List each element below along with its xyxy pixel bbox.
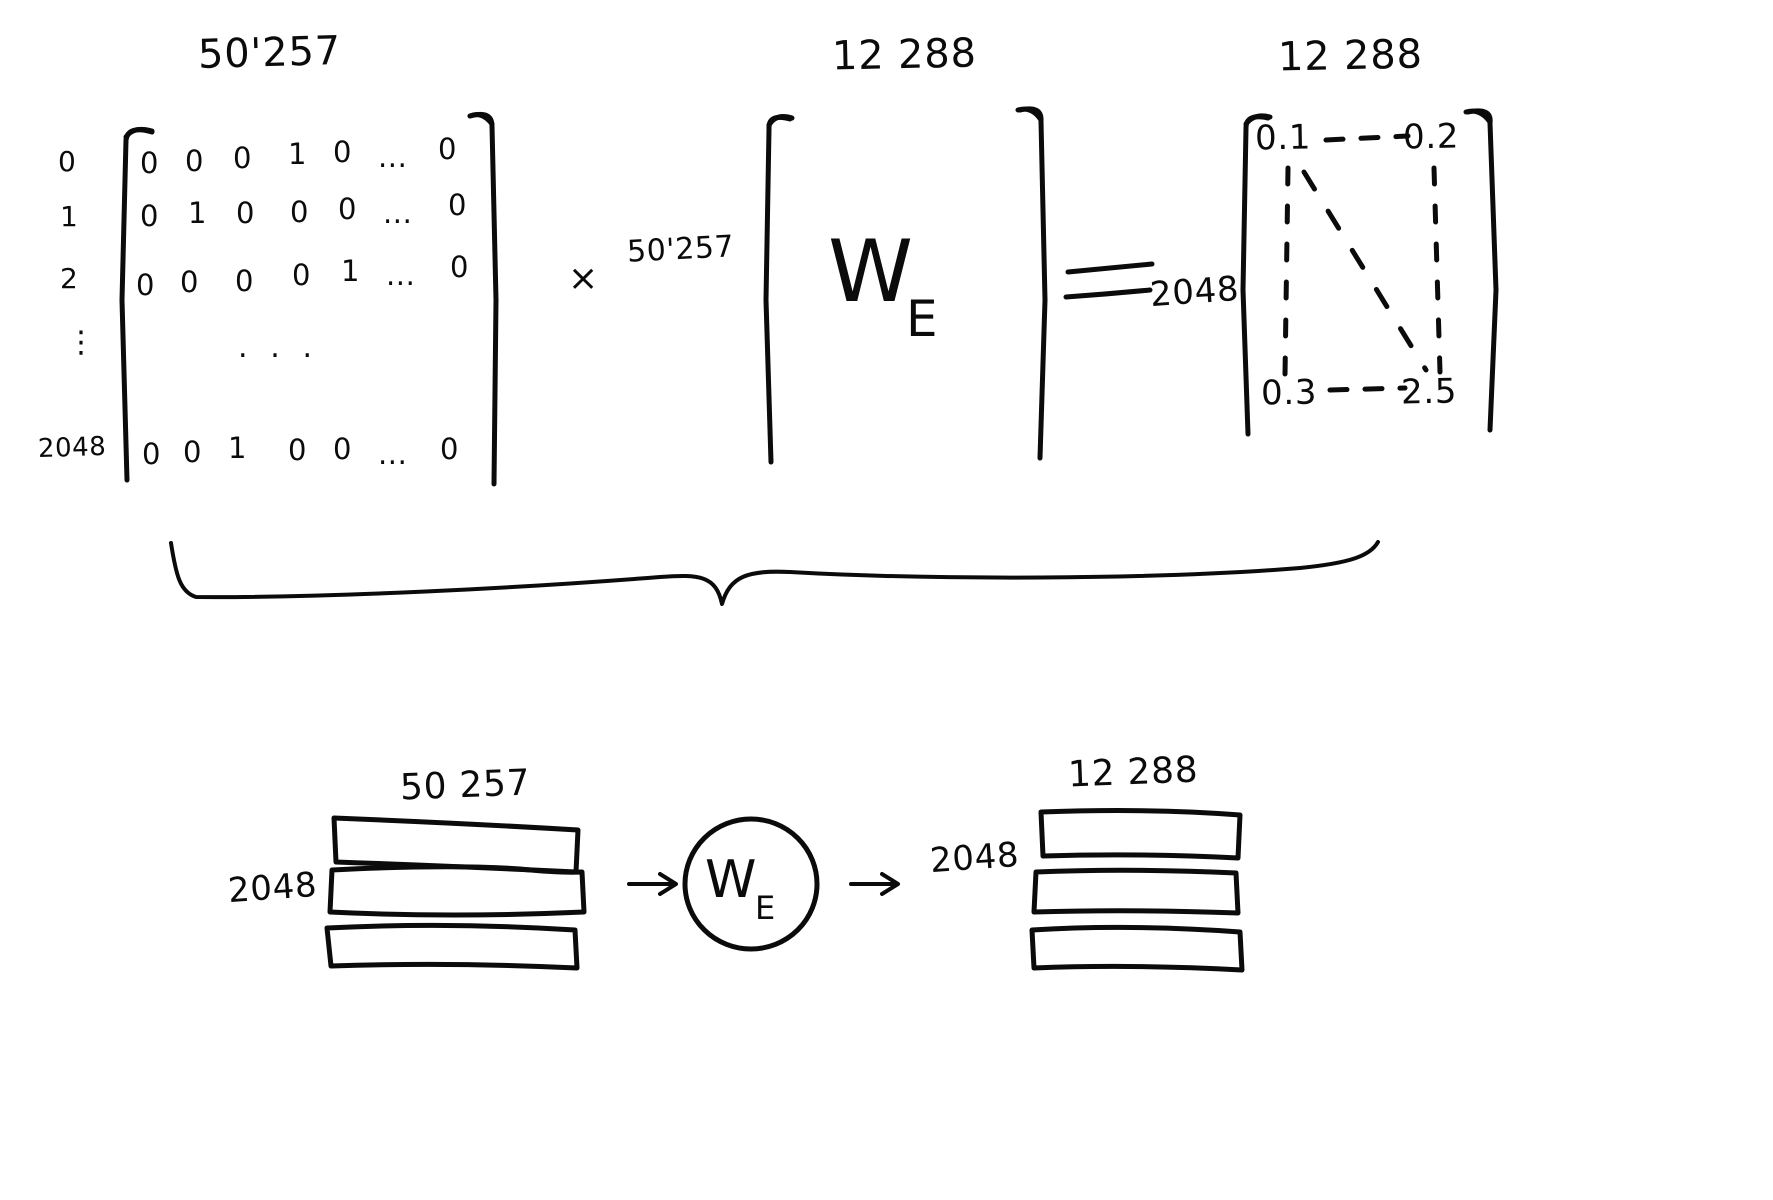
onehot-cell-rlast-ellipsis: ... [378, 437, 408, 471]
onehot-cell-rlastc3: 0 [288, 433, 308, 467]
onehot-row-label-1: 1 [60, 200, 79, 233]
onehot-row-label-0: 0 [58, 145, 77, 178]
result-dashed-diagonal [1304, 172, 1426, 370]
arrow-out [851, 874, 898, 894]
summary-brace [171, 542, 1378, 604]
result-left-bracket-top-serif [1246, 116, 1270, 124]
onehot-inner-ellipsis: . . . [238, 330, 319, 365]
onehot-cell-r2c2: 0 [235, 264, 255, 298]
arrow-in [629, 874, 676, 894]
summary-input-left-label: 2048 [226, 864, 319, 912]
result-dashed-right-vertical [1434, 168, 1440, 372]
result-left-dimension-label: 2048 [1148, 268, 1241, 316]
result-right-bracket-top-serif [1466, 111, 1490, 122]
onehot-cell-r2-ellipsis: ... [386, 258, 416, 292]
result-dashed-top [1326, 136, 1408, 140]
result-value-bottom-right: 2.5 [1400, 371, 1458, 413]
we-circle [685, 819, 817, 949]
onehot-cell-r0c4: 0 [333, 135, 353, 169]
we-matrix-subscript: E [906, 290, 939, 348]
onehot-left-bracket-top-serif [126, 129, 152, 137]
onehot-top-label: 50'257 [197, 28, 342, 78]
onehot-cell-r0-ellipsis: ... [378, 140, 408, 174]
result-right-bracket [1468, 111, 1496, 430]
output-bar-1 [1041, 811, 1240, 858]
input-bar-3 [327, 925, 577, 968]
we-right-bracket [1020, 109, 1045, 458]
multiply-icon: × [568, 258, 599, 299]
onehot-cell-rlastc6: 0 [440, 432, 460, 466]
equals-sign-top-stroke [1068, 264, 1152, 272]
summary-we-subscript: E [755, 889, 776, 927]
we-top-dimension-label: 12 288 [831, 30, 978, 80]
onehot-left-bracket [122, 130, 152, 480]
onehot-cell-r0c1: 0 [185, 144, 205, 178]
onehot-cell-r2c4: 1 [341, 254, 361, 288]
onehot-cell-r0c0: 0 [140, 146, 160, 180]
onehot-cell-r2c0: 0 [136, 268, 156, 302]
onehot-cell-r0c2: 0 [233, 141, 253, 175]
onehot-row-label-ellipsis: ⋮ [66, 325, 97, 360]
input-bar-1 [334, 818, 578, 872]
onehot-cell-r1c3: 0 [290, 195, 310, 229]
result-value-top-right: 0.2 [1402, 116, 1460, 158]
onehot-cell-r1c1: 1 [188, 196, 208, 230]
output-bar-2 [1034, 870, 1238, 913]
result-dashed-bottom [1330, 388, 1405, 390]
we-left-dimension-label: 50'257 [626, 229, 736, 270]
onehot-cell-rlastc4: 0 [333, 432, 353, 466]
summary-we-name: W [705, 850, 758, 910]
onehot-cell-r1c0: 0 [140, 199, 160, 233]
onehot-cell-r2c6: 0 [450, 250, 470, 284]
onehot-cell-r2c3: 0 [292, 258, 312, 292]
onehot-cell-r1c4: 0 [338, 192, 358, 226]
summary-output-top-label: 12 288 [1067, 749, 1200, 796]
onehot-cell-r2c1: 0 [180, 265, 200, 299]
onehot-right-bracket-top-serif [470, 115, 492, 124]
onehot-cell-rlastc1: 0 [183, 435, 203, 469]
result-dashed-left-vertical [1285, 168, 1288, 375]
summary-input-top-label: 50 257 [399, 762, 532, 809]
onehot-cell-r1c6: 0 [448, 188, 468, 222]
summary-output-left-label: 2048 [928, 834, 1021, 882]
onehot-cell-rlastc0: 0 [142, 437, 162, 471]
onehot-cell-r1c2: 0 [236, 196, 256, 230]
we-matrix-name: W [828, 222, 915, 322]
we-left-bracket [766, 117, 790, 462]
output-bar-3 [1032, 927, 1242, 970]
onehot-row-label-2048: 2048 [37, 431, 107, 465]
onehot-cell-r0c6: 0 [438, 132, 458, 166]
result-top-dimension-label: 12 288 [1277, 31, 1424, 81]
onehot-right-bracket [470, 114, 496, 484]
onehot-row-label-2: 2 [60, 262, 79, 295]
result-value-bottom-left: 0.3 [1260, 372, 1318, 414]
equals-sign-bottom-stroke [1066, 290, 1150, 297]
input-bar-2 [330, 867, 584, 915]
onehot-cell-rlastc2: 1 [228, 431, 248, 465]
onehot-cell-r1-ellipsis: ... [383, 196, 413, 230]
onehot-cell-r0c3: 1 [288, 137, 308, 171]
we-right-bracket-top-serif [1018, 109, 1041, 120]
result-value-top-left: 0.1 [1254, 117, 1312, 159]
we-left-bracket-top-serif [769, 117, 792, 125]
